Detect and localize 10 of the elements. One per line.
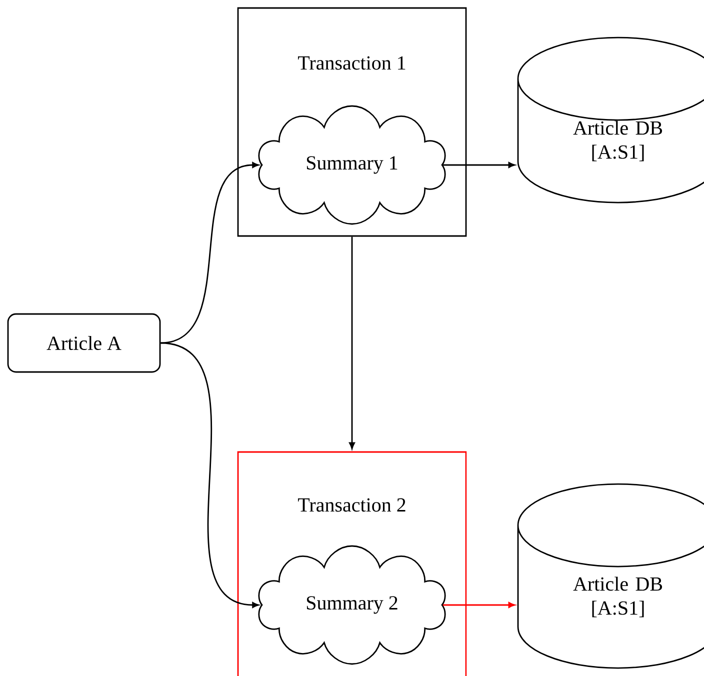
arrow — [349, 236, 355, 450]
summary-cloud: Summary 1 — [258, 105, 446, 225]
summary-cloud: Summary 2 — [258, 545, 446, 665]
arrow — [160, 342, 260, 608]
arrow — [442, 602, 516, 608]
article-box: Article A — [7, 313, 161, 373]
database-cylinder: Article DB [A:S1] — [517, 36, 704, 204]
arrow — [160, 162, 260, 344]
database-cylinder: Article DB [A:S1] — [517, 483, 704, 669]
arrow — [442, 162, 516, 168]
